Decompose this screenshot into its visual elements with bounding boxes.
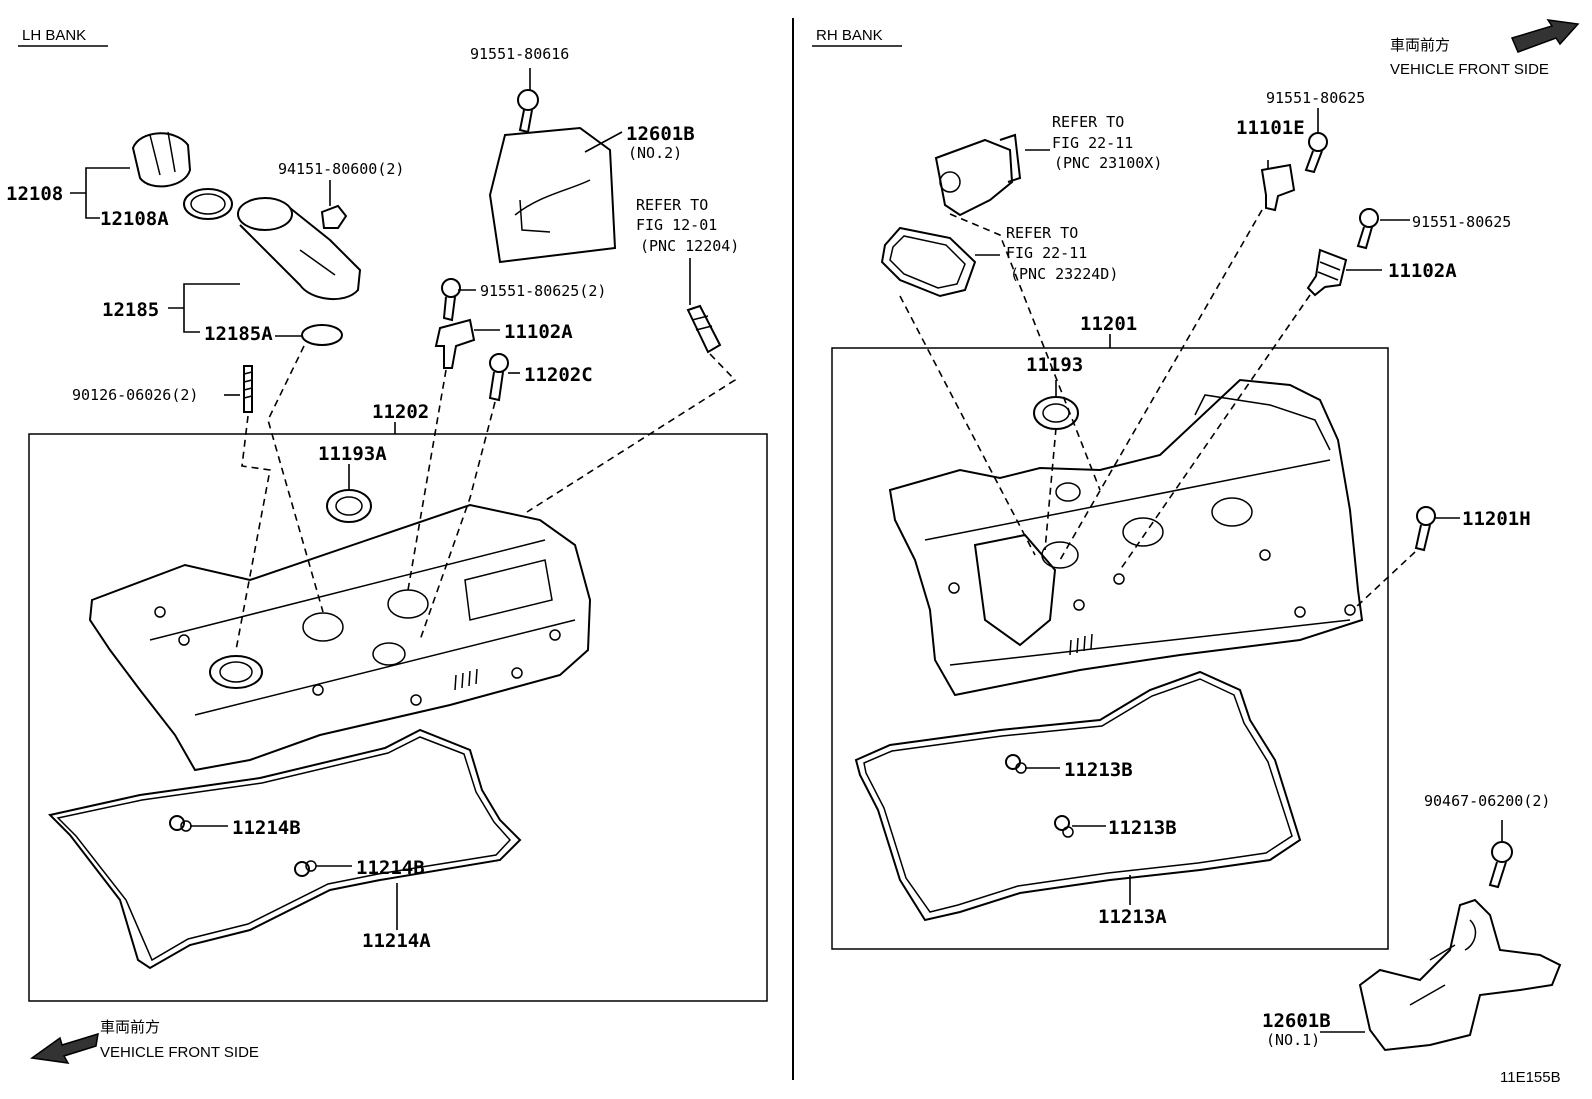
label-11214a: 11214A [362,930,431,952]
label-11193: 11193 [1026,354,1083,376]
label-11193a: 11193A [318,443,387,465]
label-refer-rh1-3: (PNC 23100X) [1054,154,1162,172]
rh-dashed-guides [899,209,1416,609]
pipe-gasket-icon [301,324,343,346]
lh-cover-gasket-icon [48,728,522,970]
oil-pressure-sensor-icon [686,304,722,354]
label-90126: 90126-06026(2) [72,386,198,404]
label-91551-80625-lh: 91551-80625(2) [480,282,606,300]
bolt-rh-mid-icon [1356,208,1379,250]
grommet-rh-1-icon [1005,754,1027,774]
plug-seal-lh-icon [326,489,372,523]
front-arrow-top-icon [1510,19,1580,53]
rh-cylinder-head-cover-icon [888,378,1364,697]
front-jp-top: 車両前方 [1390,37,1450,54]
label-91551-80616: 91551-80616 [470,45,569,63]
label-91551-rh-mid: 91551-80625 [1412,213,1511,231]
label-90467: 90467-06200(2) [1424,792,1550,810]
lh-bank-header: LH BANK [22,27,86,44]
grommet-lh-1-icon [169,815,192,832]
vacuum-valve-icon [934,133,1022,217]
label-12601b-no1: 12601B [1262,1010,1331,1032]
insulator-no2-icon [488,126,617,264]
label-11102a-lh: 11102A [504,321,573,343]
label-12185a: 12185A [204,323,273,345]
label-refer-rh1-2: FIG 22-11 [1052,134,1133,152]
bolt-rh-top-icon [1304,132,1328,174]
nut-icon [320,204,348,229]
label-11213b-2: 11213B [1108,817,1177,839]
stud-bolt-icon [243,365,253,413]
label-refer-rh1-1: REFER TO [1052,113,1124,131]
sensor-11101e-icon [1260,163,1296,212]
label-refer-rh2-2: FIG 22-11 [1006,244,1087,262]
label-11214b-2: 11214B [356,857,425,879]
label-11101e: 11101E [1236,117,1305,139]
grommet-rh-2-icon [1054,815,1074,838]
label-refer-lh-1: REFER TO [636,196,708,214]
label-11201h: 11201H [1462,508,1531,530]
label-11213a: 11213A [1098,906,1167,928]
label-94151: 94151-80600(2) [278,160,404,178]
rh-leaders [975,108,1503,1033]
insulator-no1-icon [1358,898,1562,1052]
oil-filler-cap-icon [131,131,192,188]
diagram-code: 11E155B [1500,1069,1561,1086]
cap-gasket-icon [183,188,233,220]
lh-cylinder-head-cover-icon [88,503,592,772]
label-12108: 12108 [6,183,63,205]
label-11213b-1: 11213B [1064,759,1133,781]
label-refer-lh-3: (PNC 12204) [640,237,739,255]
front-en-bottom: VEHICLE FRONT SIDE [100,1044,259,1061]
valve-gasket-icon [880,226,977,298]
lh-dashed-guides [235,345,737,651]
bolt-top-icon [517,89,539,134]
label-12601b-no1-sub: (NO.1) [1266,1031,1320,1049]
label-refer-rh2-1: REFER TO [1006,224,1078,242]
label-11214b-1: 11214B [232,817,301,839]
bolt-11201h-icon [1414,506,1436,552]
plug-seal-rh-icon [1033,396,1079,430]
label-11202: 11202 [372,401,429,423]
label-91551-rh-top: 91551-80625 [1266,89,1365,107]
bolt-lh-icon [441,278,461,322]
lh-leaders [70,68,691,930]
oil-filler-pipe-icon [237,197,362,301]
label-11201: 11201 [1080,313,1137,335]
rh-cover-gasket-icon [854,670,1302,922]
label-refer-lh-2: FIG 12-01 [636,216,717,234]
lh-assembly-frame [28,433,768,1002]
front-jp-bottom: 車両前方 [100,1019,160,1036]
rh-assembly-frame [831,347,1389,950]
front-arrow-bottom-icon [30,1032,99,1064]
label-refer-rh2-3: (PNC 23224D) [1010,265,1118,283]
label-12185: 12185 [102,299,159,321]
rh-bank-header: RH BANK [816,27,883,44]
label-12601b-no2: 12601B [626,123,695,145]
label-11102a-rh: 11102A [1388,260,1457,282]
bolt-90467-icon [1488,841,1513,889]
cam-sensor-rh-icon [1306,248,1348,297]
label-12601b-no2-sub: (NO.2) [628,144,682,162]
label-11202c: 11202C [524,364,593,386]
grommet-lh-2-icon [294,860,317,877]
cam-sensor-lh-icon [434,318,476,369]
front-en-top: VEHICLE FRONT SIDE [1390,61,1549,78]
label-12108a: 12108A [100,208,169,230]
bolt-11202c-icon [488,353,509,402]
